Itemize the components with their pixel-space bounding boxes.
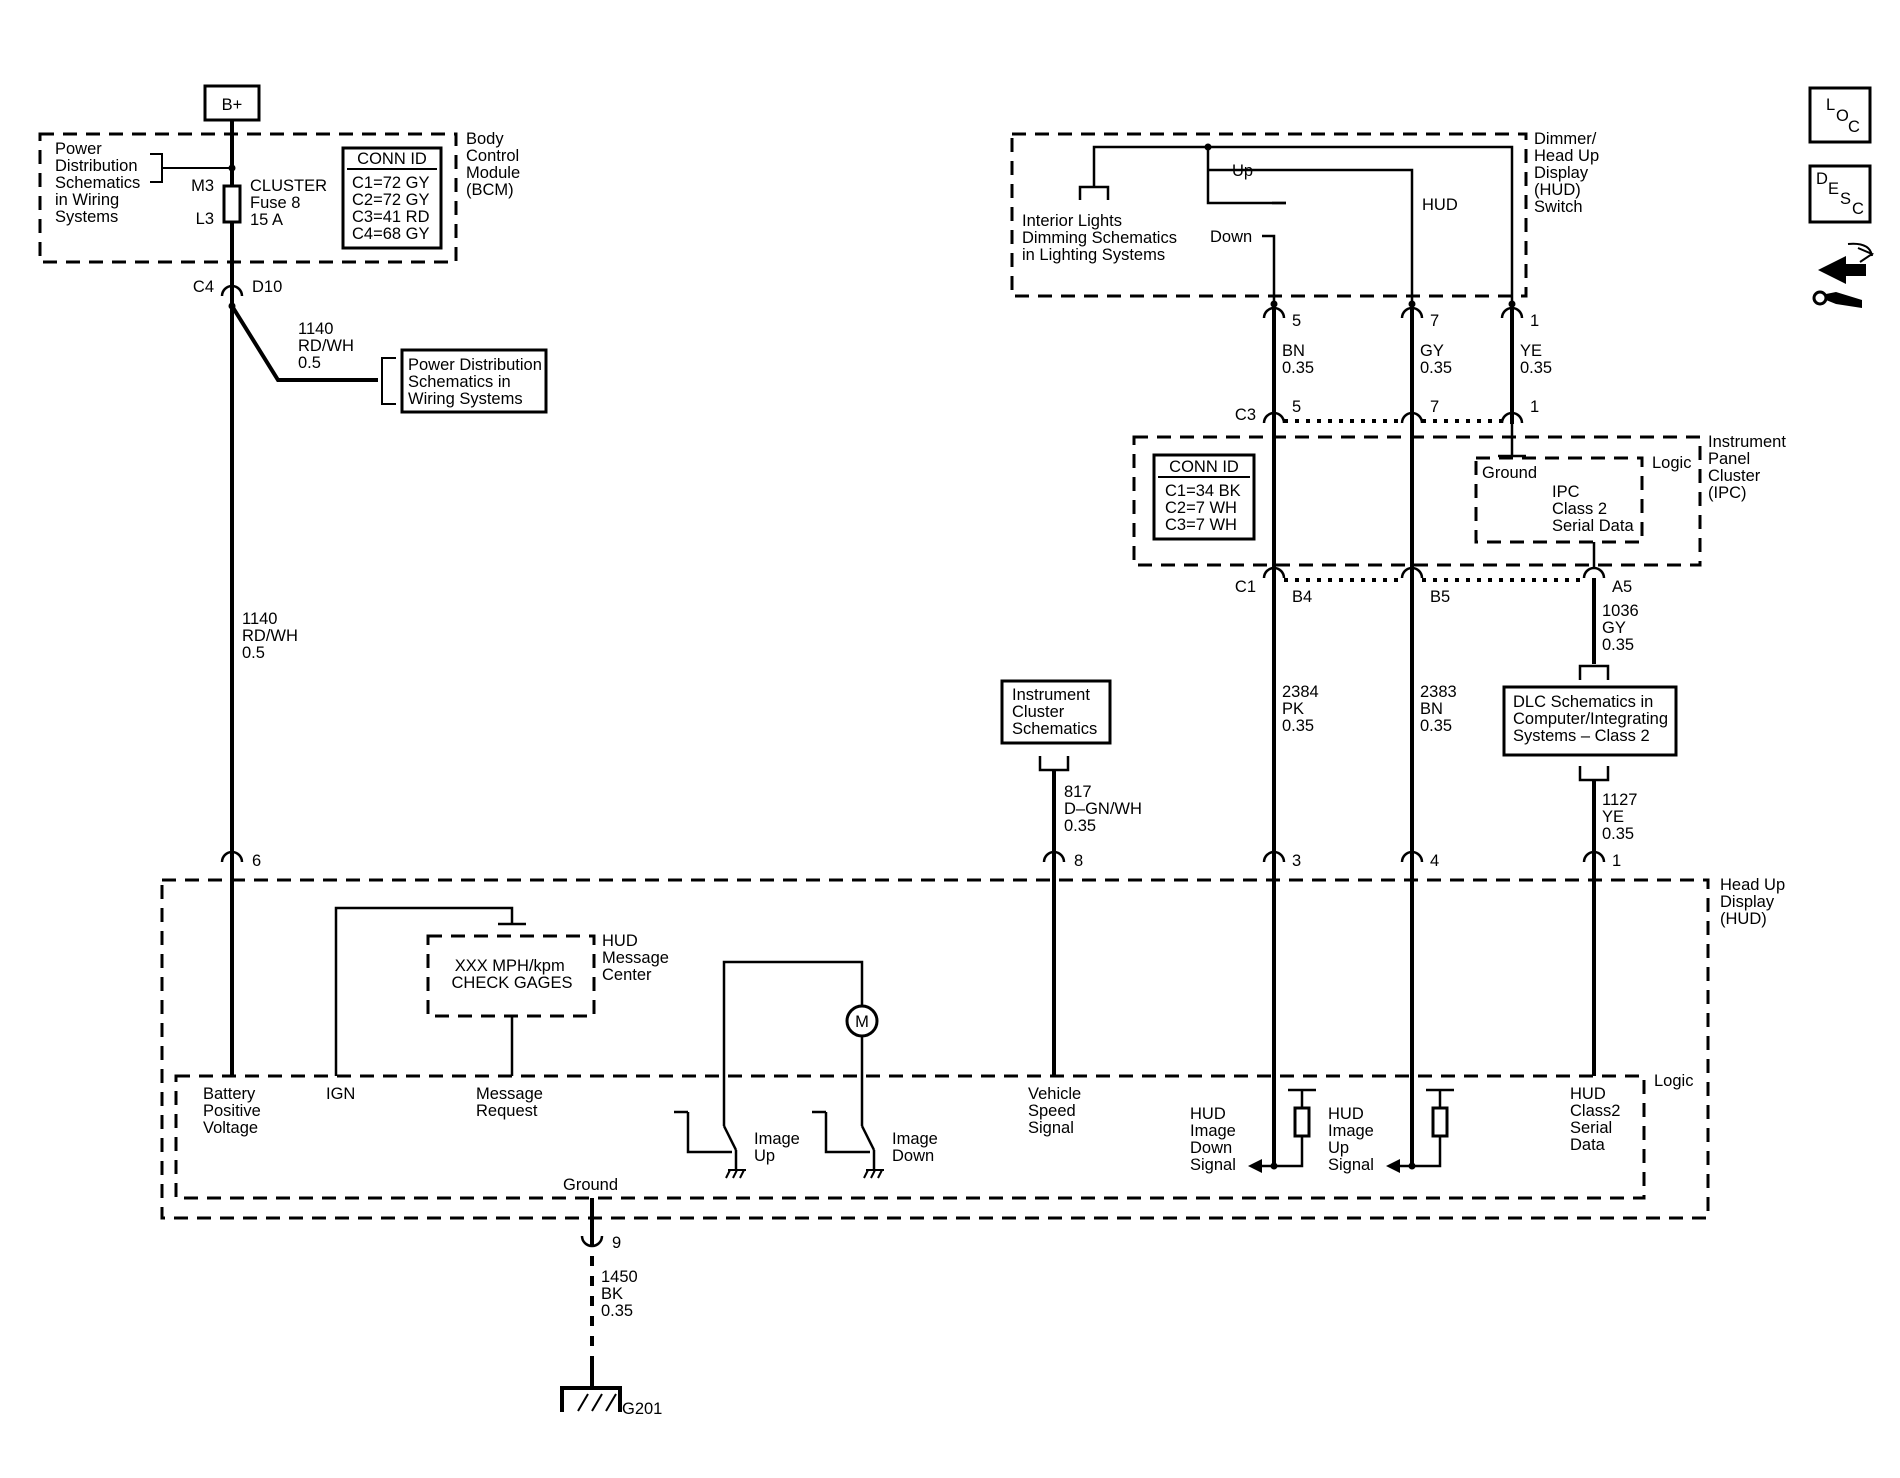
ipc-conn-id-box (1152, 453, 1256, 541)
bcm-outline (38, 132, 458, 264)
hud-input-hud-up: HUD Image Up Signal (1328, 1105, 1378, 1174)
hud-logic-box (174, 1074, 1646, 1200)
hud-input-vss: Vehicle Speed Signal (1028, 1085, 1086, 1137)
bcm-conn-id-box (341, 146, 443, 250)
location-icon[interactable] (1808, 86, 1872, 144)
dimmer-pin-7: 7 (1430, 312, 1439, 330)
ipc-logic: Logic (1652, 454, 1691, 472)
instrument-cluster-ref-box (1000, 679, 1112, 745)
ipc-c1-pin-b5: B5 (1430, 588, 1450, 606)
main-wire-label: 1140 RD/WH 0.5 (242, 610, 303, 662)
ipc-conn-id-title: CONN ID (1169, 458, 1239, 476)
hud-ground-pin: 9 (612, 1234, 621, 1252)
ipc-logic-box (1474, 456, 1644, 544)
diagnostic-tool-icon[interactable] (1812, 242, 1875, 308)
hud-pin-1: 1 (1612, 852, 1621, 870)
upper-wire-gy: GY 0.35 (1420, 342, 1452, 377)
ipc-name: Instrument Panel Cluster (IPC) (1708, 433, 1791, 502)
ipc-conn-id-rows: C1=34 BK C2=7 WH C3=7 WH (1165, 482, 1245, 534)
hud-input-image-up: Image Up (754, 1130, 804, 1165)
description-icon-letters: D E S C (1816, 170, 1864, 218)
battery-label: B+ (222, 96, 243, 114)
hud-pin-6: 6 (252, 852, 261, 870)
ipc-c3-pin-5: 5 (1292, 398, 1301, 416)
ground-symbol (560, 1386, 622, 1412)
bcm-power-distribution-ref: Power Distribution Schematics in Wiring … (55, 140, 145, 226)
upper-wire-bn: BN 0.35 (1282, 342, 1314, 377)
dimmer-switch-outline (1010, 132, 1528, 298)
pulldown-resistor-down (1293, 1106, 1311, 1138)
bcm-conn-id-title: CONN ID (357, 150, 427, 168)
ground-wire-label: 1450 BK 0.35 (601, 1268, 642, 1320)
speed-wire-label: 817 D–GN/WH 0.35 (1064, 783, 1147, 835)
ipc-wire-gy: 1036 GY 0.35 (1602, 602, 1643, 654)
hud-logic: Logic (1654, 1072, 1693, 1090)
ipc-wire-pk: 2384 PK 0.35 (1282, 683, 1323, 735)
dlc-wire-label: 1127 YE 0.35 (1602, 791, 1642, 843)
ipc-c3-connector: C3 (1235, 406, 1256, 424)
cluster-fuse (222, 184, 242, 224)
ipc-c1-pin-b4: B4 (1292, 588, 1312, 606)
dimmer-up: Up (1232, 162, 1253, 180)
bcm-name: Body Control Module (BCM) (466, 130, 525, 199)
ipc-c1-connector: C1 (1235, 578, 1256, 596)
bcm-pin: D10 (252, 278, 282, 296)
location-icon-letters: L O C (1826, 96, 1860, 136)
ipc-serial-data: IPC Class 2 Serial Data (1552, 483, 1634, 535)
interior-lights-ref: Interior Lights Dimming Schematics in Li… (1022, 212, 1182, 264)
hud-input-message: Message Request (476, 1085, 548, 1120)
hud-input-ign: IGN (326, 1085, 355, 1103)
hud-message-center-name: HUD Message Center (602, 932, 674, 984)
bcm-conn-id-rows: C1=72 GY C2=72 GY C3=41 RD C4=68 GY (352, 174, 434, 243)
instrument-cluster-ref-text: Instrument Cluster Schematics (1012, 686, 1097, 738)
hud-input-image-down: Image Down (892, 1130, 942, 1165)
hud-input-hud-down: HUD Image Down Signal (1190, 1105, 1240, 1174)
ipc-ground: Ground (1482, 464, 1537, 482)
upper-wire-ye: YE 0.35 (1520, 342, 1552, 377)
power-distribution-box-text: Power Distribution Schematics in Wiring … (408, 356, 546, 408)
hud-input-class2: HUD Class2 Serial Data (1570, 1085, 1625, 1154)
hud-pin-8: 8 (1074, 852, 1083, 870)
pulldown-resistor-up (1431, 1106, 1449, 1138)
power-distribution-box (400, 348, 548, 414)
fuse-bottom-pin: L3 (196, 210, 214, 228)
dimmer-down: Down (1210, 228, 1252, 246)
dimmer-pin-5: 5 (1292, 312, 1301, 330)
hud-ground: Ground (563, 1176, 618, 1194)
hud-name: Head Up Display (HUD) (1720, 876, 1790, 928)
bcm-connector: C4 (193, 278, 214, 296)
splice-wire-label: 1140 RD/WH 0.5 (298, 320, 359, 372)
dlc-box-text: DLC Schematics in Computer/Integrating S… (1513, 693, 1673, 745)
hud-pin-3: 3 (1292, 852, 1301, 870)
hud-pin-4: 4 (1430, 852, 1439, 870)
ipc-c1-pin-a5: A5 (1612, 578, 1632, 596)
description-icon[interactable] (1808, 164, 1872, 224)
dimmer-pin-1: 1 (1530, 312, 1539, 330)
dimmer-switch-name: Dimmer/ Head Up Display (HUD) Switch (1534, 130, 1604, 216)
fuse-top-pin: M3 (191, 177, 214, 195)
ipc-outline (1132, 435, 1702, 567)
dimmer-hud: HUD (1422, 196, 1458, 214)
ipc-wire-bn: 2383 BN 0.35 (1420, 683, 1461, 735)
hud-input-battery: Battery Positive Voltage (203, 1085, 265, 1137)
hud-message-center-text: XXX MPH/kpm CHECK GAGES (451, 957, 572, 992)
ipc-c3-pin-7: 7 (1430, 398, 1439, 416)
motor-label: M (855, 1013, 869, 1031)
hud-outline (160, 878, 1710, 1220)
fuse-name: CLUSTER Fuse 8 15 A (250, 177, 332, 229)
dlc-box (1502, 685, 1678, 757)
ipc-c3-pin-1: 1 (1530, 398, 1539, 416)
ground-point-label: G201 (622, 1400, 662, 1418)
